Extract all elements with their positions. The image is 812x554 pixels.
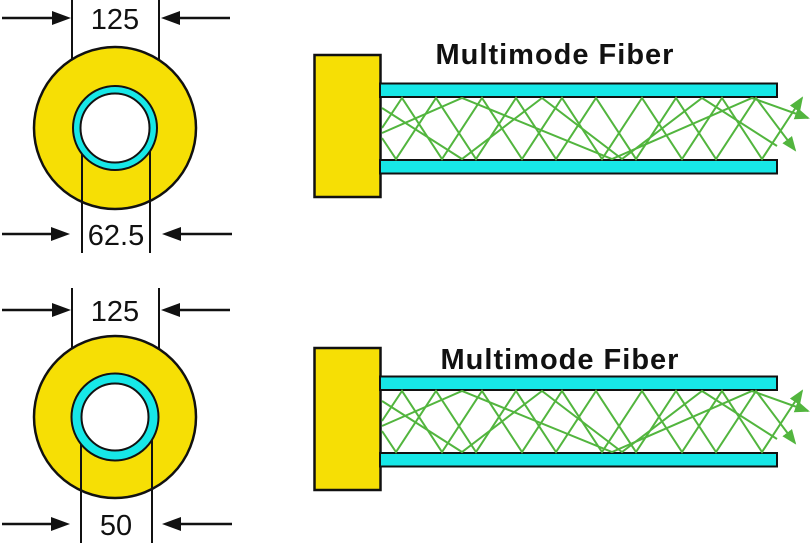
cladding-diameter-label: 125 [91, 4, 139, 36]
light-source-rect [313, 53, 382, 199]
core-diameter-label: 62.5 [88, 220, 144, 252]
cladding-bar-top [379, 82, 778, 98]
arrow-left-icon [161, 11, 180, 25]
cladding-diameter-label: 125 [91, 296, 139, 328]
fiber-title: Multimode Fiber [441, 344, 680, 376]
core-diameter-label: 50 [100, 510, 132, 542]
multimode-fiber-diagram-top: Multimode Fiber [313, 39, 810, 199]
arrow-left-icon [162, 517, 181, 531]
multimode-fiber-diagram-bottom: Multimode Fiber [313, 344, 810, 492]
light-ray [381, 389, 797, 454]
arrow-right-icon [52, 303, 71, 317]
light-source-rect [313, 346, 382, 492]
cladding-bar-bottom [379, 159, 778, 175]
light-ray [381, 389, 778, 454]
arrow-left-icon [162, 227, 181, 241]
arrow-right-icon [51, 517, 70, 531]
cladding-bar-top [379, 375, 778, 391]
fiber-title: Multimode Fiber [436, 39, 675, 71]
light-ray [381, 96, 778, 161]
light-ray [381, 96, 797, 161]
core-circle [79, 92, 151, 164]
arrow-right-icon [52, 11, 71, 25]
core-circle [80, 382, 150, 452]
light-ray [381, 389, 810, 454]
cladding-bar-bottom [379, 452, 778, 468]
light-ray [381, 96, 810, 161]
arrow-right-icon [51, 227, 70, 241]
cross-section-50: 125 50 [2, 288, 232, 543]
arrow-left-icon [161, 303, 180, 317]
cross-section-62-5: 125 62.5 [2, 0, 232, 253]
